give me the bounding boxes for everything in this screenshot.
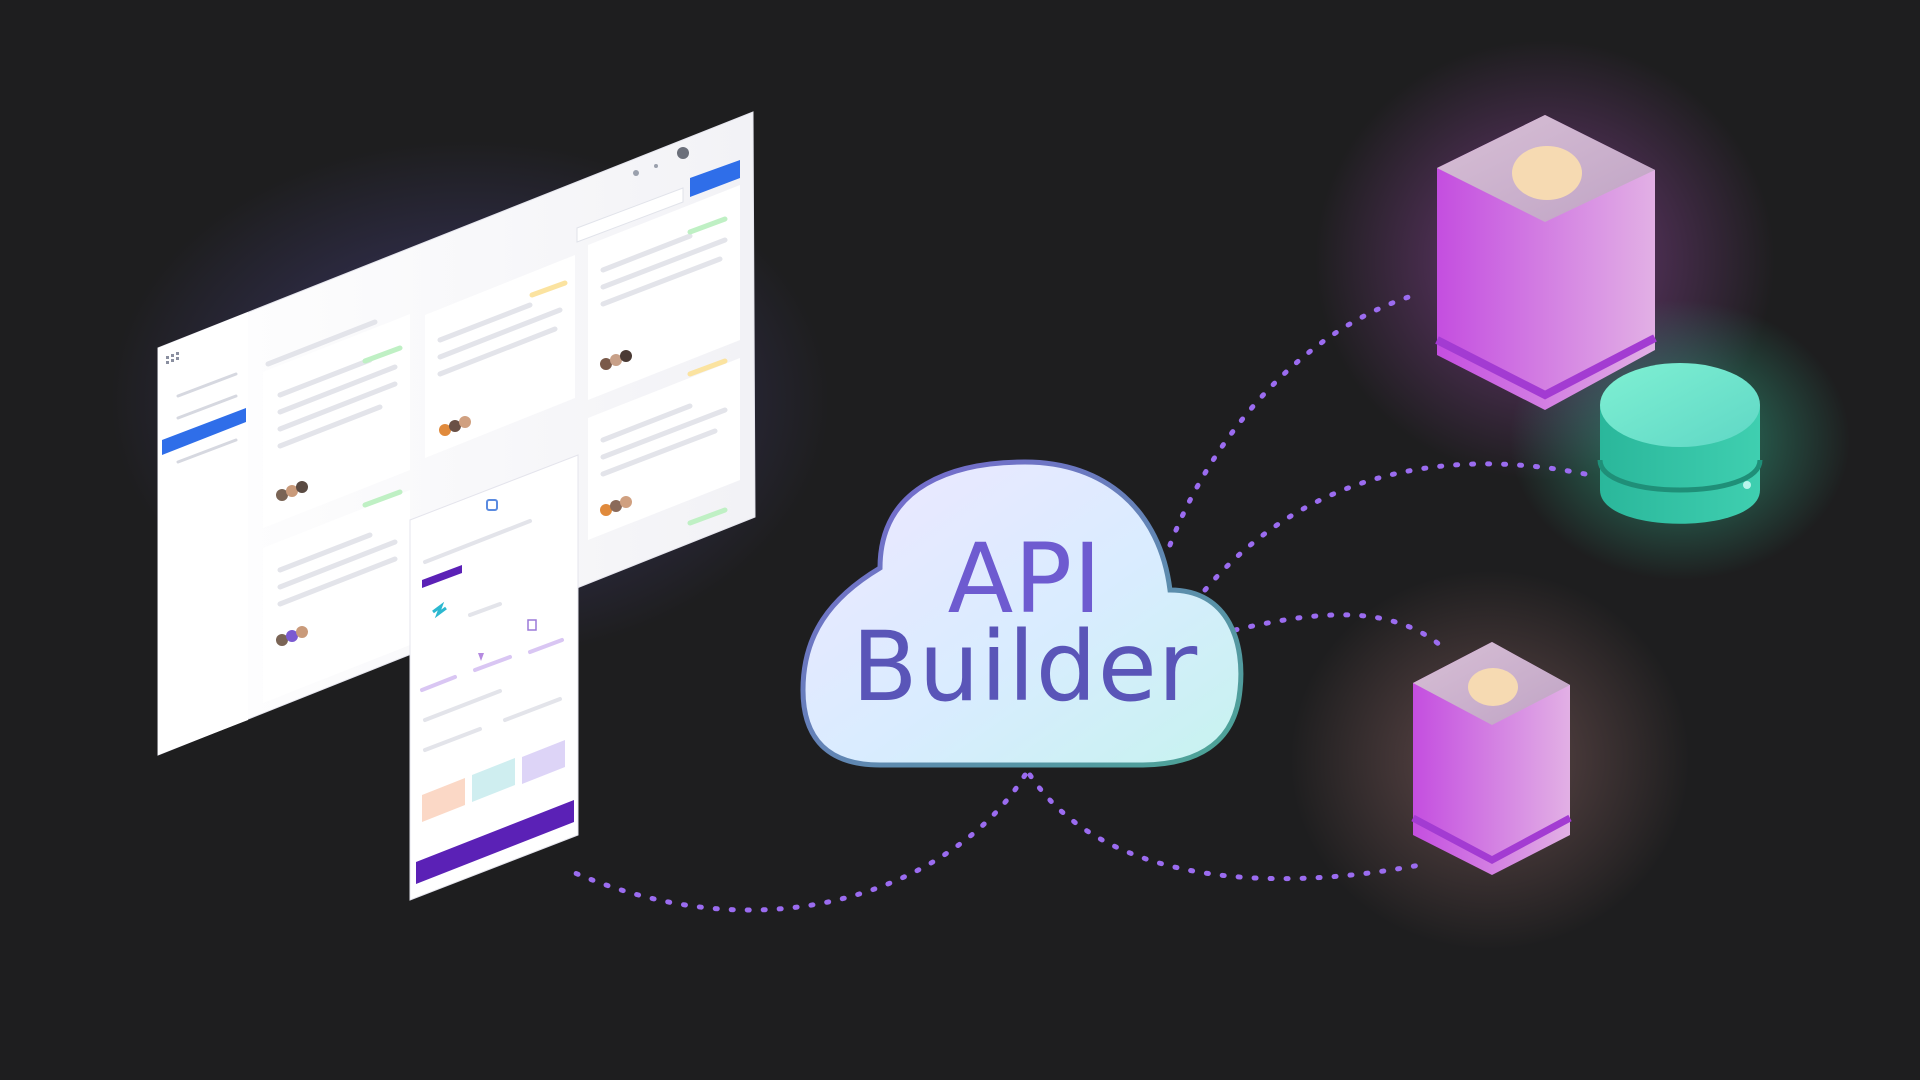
grid-icon xyxy=(166,352,179,364)
app-logo-icon xyxy=(432,601,447,619)
card[interactable] xyxy=(425,255,575,458)
server-icon xyxy=(1435,115,1657,410)
connectors xyxy=(572,292,1593,913)
avatar[interactable] xyxy=(677,147,689,159)
primary-button[interactable] xyxy=(690,160,740,197)
status-badge xyxy=(362,345,403,364)
connector-bottom-server-upper xyxy=(1232,612,1443,648)
card[interactable] xyxy=(263,314,410,528)
avatar-group xyxy=(276,350,632,646)
status-badge xyxy=(687,507,728,526)
document-icon xyxy=(527,619,537,631)
server-light xyxy=(1512,146,1582,200)
sidebar-nav xyxy=(176,372,238,464)
status-badge xyxy=(687,216,728,235)
connector-top-server xyxy=(1167,292,1418,548)
connector-bottom-server-lower xyxy=(1027,772,1423,882)
database-icon xyxy=(1597,363,1763,524)
mobile-app xyxy=(409,454,579,901)
progress-bar xyxy=(422,565,462,588)
connector-database xyxy=(1202,461,1593,593)
card[interactable] xyxy=(588,185,740,400)
mobile-chip[interactable] xyxy=(472,758,515,802)
database-top xyxy=(1600,363,1760,447)
desktop-app-window xyxy=(157,111,756,756)
server-light xyxy=(1468,668,1518,706)
mobile-chip[interactable] xyxy=(522,740,565,784)
server-band xyxy=(1411,814,1572,864)
card[interactable] xyxy=(263,490,410,703)
mobile-tiles xyxy=(420,638,564,692)
database-band xyxy=(1597,459,1763,493)
status-badges xyxy=(362,216,728,526)
mobile-content-placeholders xyxy=(423,519,562,752)
mobile-bottom-nav[interactable] xyxy=(416,800,574,884)
sidebar-item-active[interactable] xyxy=(162,408,246,455)
server-icon xyxy=(1411,642,1572,875)
bell-icon[interactable] xyxy=(633,170,639,176)
cloud-icon xyxy=(800,459,1244,768)
sidebar xyxy=(158,312,248,755)
card-content-placeholders xyxy=(265,233,728,607)
sidebar-item[interactable] xyxy=(176,438,238,464)
database-light xyxy=(1743,481,1751,489)
server-band xyxy=(1435,334,1657,400)
connector-app xyxy=(572,772,1028,913)
trophy-icon xyxy=(478,653,484,661)
dot-icon xyxy=(654,164,658,168)
status-badge xyxy=(687,358,728,377)
search-input[interactable] xyxy=(576,187,684,243)
sidebar-item[interactable] xyxy=(176,394,238,420)
sidebar-item[interactable] xyxy=(176,372,238,398)
status-badge xyxy=(529,280,568,298)
app-switch-icon[interactable] xyxy=(486,499,498,511)
mobile-chip[interactable] xyxy=(422,778,465,822)
status-badge xyxy=(362,489,403,508)
